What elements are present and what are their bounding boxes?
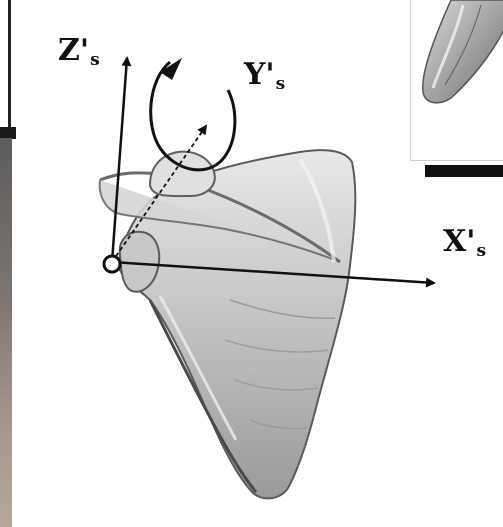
z-axis [112,58,127,262]
z-axis-label: Z's [58,36,100,69]
origin-marker-icon [104,256,120,272]
y-axis-label: Y's [244,60,285,93]
scapula-bone [100,150,356,498]
x-axis-label: X's [443,227,486,260]
